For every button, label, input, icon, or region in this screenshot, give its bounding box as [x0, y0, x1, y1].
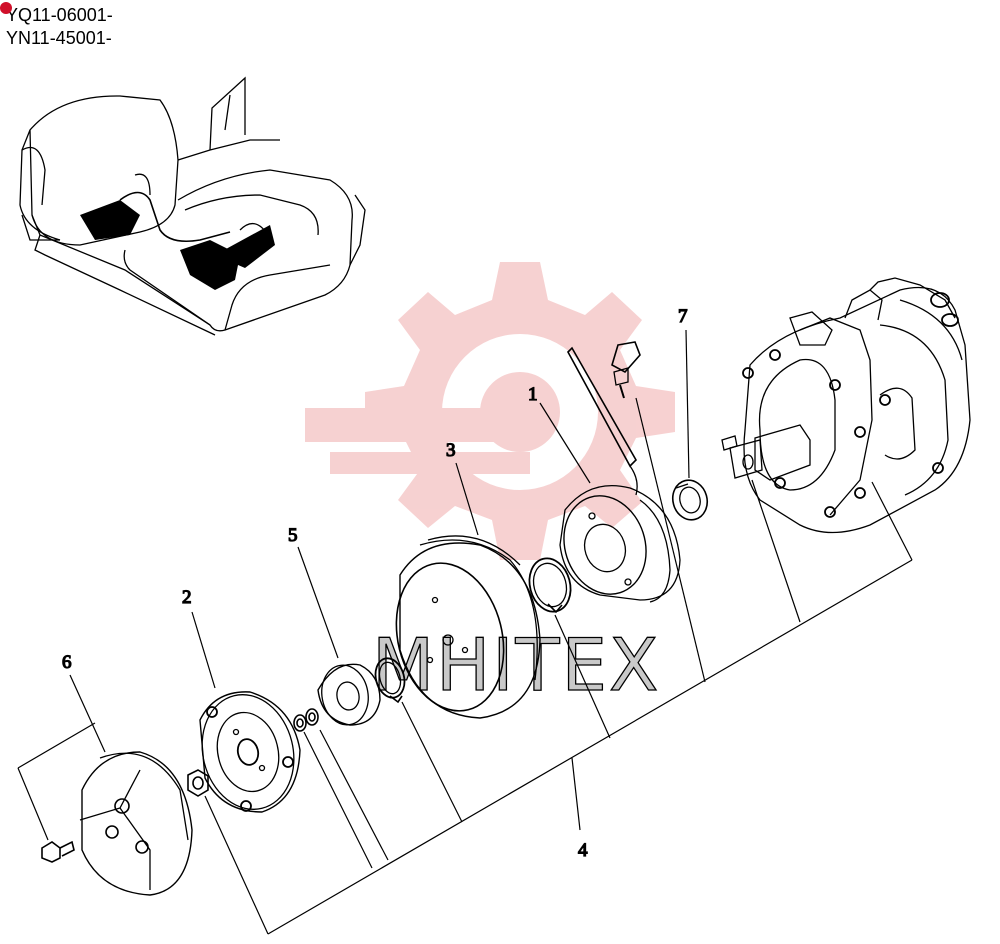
serial-range-2: YN11-45001- — [6, 28, 112, 48]
callout-3: 3 — [446, 440, 456, 461]
hex-nut — [187, 769, 209, 797]
machine-overview-illustration — [19, 76, 366, 336]
callout-6: 6 — [62, 652, 72, 673]
part-3-pulley — [395, 535, 541, 719]
serial-number-block: YQ11-06001- YN11-45001- — [0, 2, 113, 50]
serial-range-1: YQ11-06001- — [6, 5, 113, 25]
watermark-text: MHITEX — [372, 623, 660, 707]
callout-5: 5 — [288, 525, 298, 546]
callout-2: 2 — [182, 587, 192, 608]
lead-wire-with-terminal — [567, 341, 641, 496]
snap-ring-large — [528, 557, 572, 614]
part-1-field-coil — [559, 484, 681, 603]
compressor-body — [721, 277, 971, 534]
leader-lines — [17, 329, 913, 935]
part-5-bearing — [317, 663, 381, 726]
red-marker-dot — [0, 2, 12, 14]
part-7-seal-ring — [671, 479, 709, 521]
callout-7: 7 — [678, 306, 688, 327]
cover-bolt — [41, 840, 75, 863]
shim-washers — [293, 708, 319, 732]
watermark-logo — [305, 262, 675, 560]
callout-4: 4 — [578, 840, 588, 861]
callout-1: 1 — [528, 384, 538, 405]
part-6-cover — [79, 751, 193, 896]
part-2-armature-plate — [199, 691, 301, 813]
